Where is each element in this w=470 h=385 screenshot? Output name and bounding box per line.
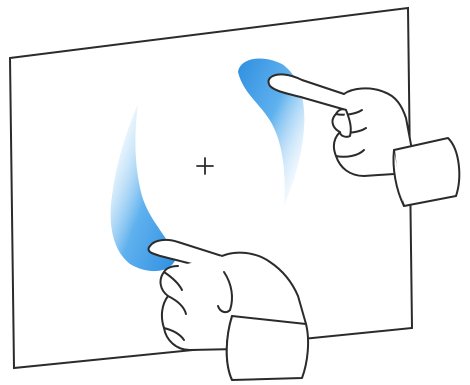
rotate-gesture-svg (0, 0, 470, 385)
gesture-illustration (0, 0, 470, 385)
